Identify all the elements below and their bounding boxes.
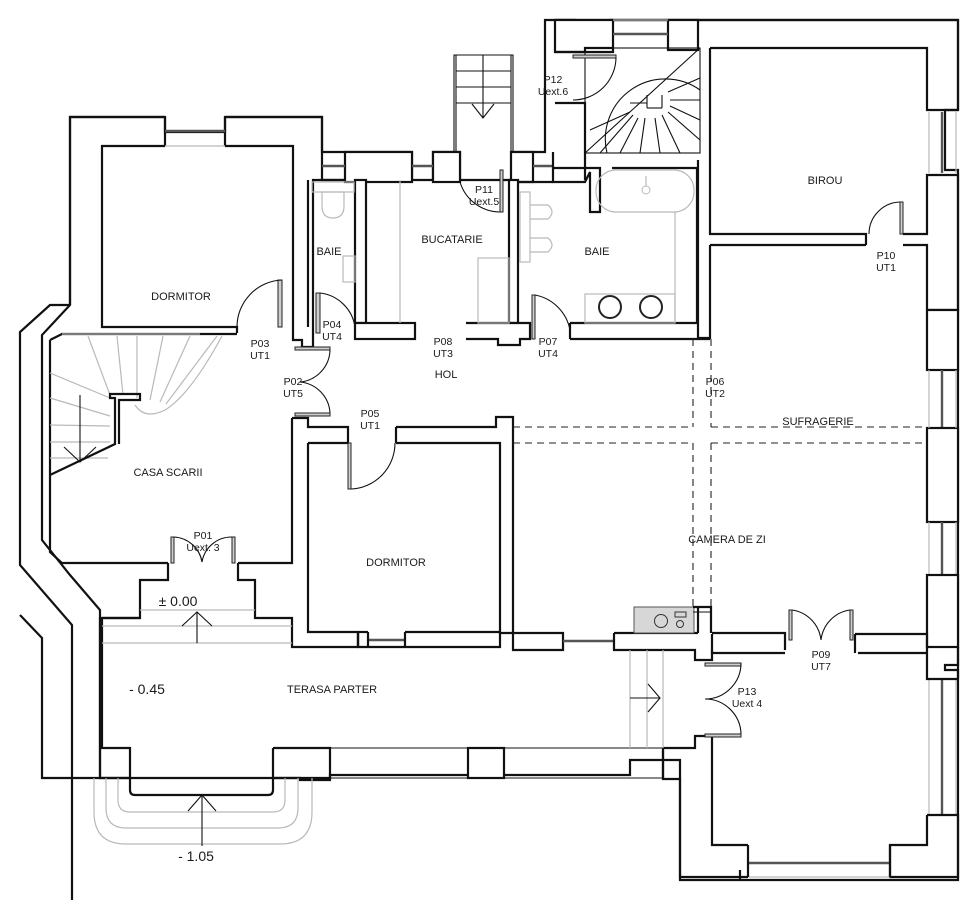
level-terrace: - 0.45 [129, 681, 165, 697]
fixtures [311, 169, 695, 324]
door-label-p04: P04 [323, 319, 342, 331]
room-label-camera-de-zi: CAMERA DE ZI [688, 534, 766, 546]
door-type-p04: UT4 [322, 331, 342, 343]
door-swings [170, 54, 904, 738]
door-type-p02: UT5 [283, 388, 303, 400]
door-type-p05: UT1 [360, 420, 380, 432]
room-label-casa-scarii: CASA SCARII [133, 467, 202, 479]
door-type-p08: UT3 [433, 348, 453, 360]
terrace [93, 609, 712, 846]
door-label-p08: P08 [434, 336, 453, 348]
door-type-p07: UT4 [538, 348, 558, 360]
door-labels: P01 Uext. 3 P02 UT5 P03 UT1 P04 UT4 P05 … [186, 74, 896, 710]
door-label-p02: P02 [284, 376, 303, 388]
room-label-baie-w: BAIE [316, 246, 341, 258]
dashed-lines [513, 339, 927, 607]
room-label-baie-e: BAIE [584, 246, 609, 258]
door-label-p06: P06 [706, 376, 725, 388]
level-entry: ± 0.00 [159, 593, 198, 609]
room-labels: DORMITOR BAIE BUCATARIE BAIE BIROU HOL C… [133, 175, 853, 696]
door-type-p06: UT2 [705, 388, 725, 400]
room-label-terasa-parter: TERASA PARTER [287, 684, 377, 696]
room-label-sufragerie: SUFRAGERIE [782, 416, 854, 428]
door-label-p13: P13 [738, 686, 757, 698]
door-label-p12: P12 [544, 74, 563, 86]
level-steps: - 1.05 [178, 848, 214, 864]
door-label-p03: P03 [251, 338, 270, 350]
door-label-p10: P10 [877, 250, 896, 262]
room-label-dormitor-s: DORMITOR [366, 557, 426, 569]
interior-walls [291, 166, 714, 662]
room-label-birou: BIROU [808, 175, 843, 187]
door-type-p13: Uext 4 [732, 698, 763, 710]
west-staircase [49, 333, 223, 476]
door-type-p12: Uext.6 [538, 86, 569, 98]
door-type-p01: Uext. 3 [186, 542, 219, 554]
door-type-p10: UT1 [876, 262, 896, 274]
room-label-dormitor-nw: DORMITOR [151, 291, 211, 303]
door-label-p05: P05 [361, 408, 380, 420]
door-label-p01: P01 [194, 530, 213, 542]
door-type-p03: UT1 [250, 350, 270, 362]
ne-staircase [584, 47, 701, 154]
door-label-p09: P09 [812, 649, 831, 661]
door-type-p11: Uext.5 [469, 196, 500, 208]
door-label-p11: P11 [475, 184, 493, 196]
door-label-p07: P07 [539, 336, 558, 348]
level-markers: ± 0.00 - 0.45 - 1.05 [129, 593, 214, 864]
room-label-hol: HOL [435, 369, 458, 381]
door-type-p09: UT7 [811, 661, 831, 673]
room-label-bucatarie: BUCATARIE [421, 234, 482, 246]
